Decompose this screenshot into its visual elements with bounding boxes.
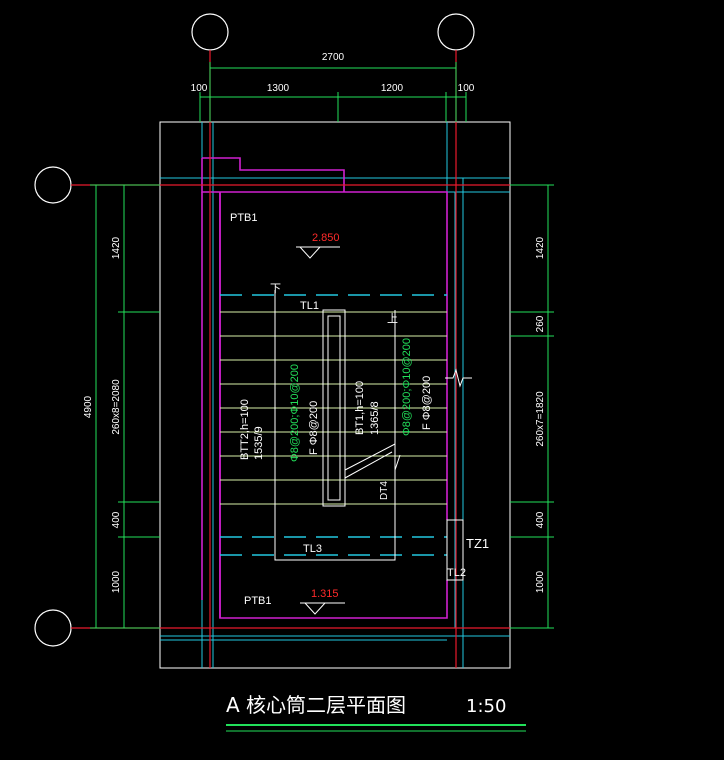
dim-left-2: 260x8=2080 [111, 379, 122, 435]
stair-outline [274, 290, 401, 561]
dim-top-right-edge: 100 [458, 83, 475, 94]
bt1-rebar: Φ8@200;Φ10@200 [401, 338, 413, 436]
axis-bubble-top-left [191, 13, 229, 51]
level-markers [296, 246, 345, 615]
break-line [445, 368, 472, 388]
label-down: 下 [270, 283, 281, 295]
label-tl2: TL2 [447, 567, 466, 579]
level-upper: 2.850 [312, 232, 340, 244]
dim-top-span-2: 1200 [381, 83, 404, 94]
axis-bubbles [34, 13, 475, 647]
drawing-title: A 核心筒二层平面图 [226, 693, 406, 717]
label-ptb1-bottom: PTB1 [244, 595, 272, 607]
left-dimensions [90, 184, 160, 629]
label-tl3: TL3 [303, 543, 322, 555]
dim-right-3: 260x7=1820 [535, 391, 546, 447]
axis-lines [71, 50, 510, 668]
dim-right-5: 1000 [535, 570, 546, 593]
axis-bubble-left-top [34, 166, 72, 204]
tz1-column [446, 519, 464, 581]
right-dimensions [510, 184, 554, 629]
label-up: 上 [387, 312, 398, 325]
dim-left-total: 4900 [83, 395, 94, 418]
walls [201, 157, 448, 619]
bt1-name: BT1,h=100 [354, 381, 366, 435]
label-tz1: TZ1 [466, 536, 489, 551]
dim-left-1: 1420 [111, 236, 122, 259]
axis-bubble-top-right [437, 13, 475, 51]
drawing-scale: 1:50 [466, 696, 506, 717]
bt1-size: 1365/8 [369, 401, 381, 435]
label-ptb1-top: PTB1 [230, 212, 258, 224]
title-underline [226, 724, 526, 732]
dim-top-total: 2700 [322, 52, 345, 63]
label-tl1: TL1 [300, 300, 319, 312]
dim-right-2: 260 [535, 315, 546, 332]
dim-left-4: 1000 [111, 570, 122, 593]
label-dt4: DT4 [379, 481, 390, 500]
bt1-distribution: F Φ8@200 [421, 376, 433, 430]
axis-bubble-left-bottom [34, 609, 72, 647]
dim-right-1: 1420 [535, 236, 546, 259]
dim-right-4: 400 [535, 511, 546, 528]
stair-treads [220, 311, 447, 505]
btt2-rebar: Φ8@200;Φ10@200 [289, 364, 301, 462]
dim-top-span-1: 1300 [267, 83, 290, 94]
level-lower: 1.315 [311, 588, 339, 600]
cyan-lines [160, 122, 510, 668]
btt2-distribution: F Φ8@200 [308, 401, 320, 455]
dim-top-left-edge: 100 [191, 83, 208, 94]
beams [220, 294, 447, 556]
btt2-size: 1535/9 [253, 426, 265, 460]
dim-left-3: 400 [111, 511, 122, 528]
top-dimensions [199, 62, 467, 122]
btt2-name: BTT2,h=100 [239, 399, 251, 460]
outer-boundary [159, 121, 511, 669]
